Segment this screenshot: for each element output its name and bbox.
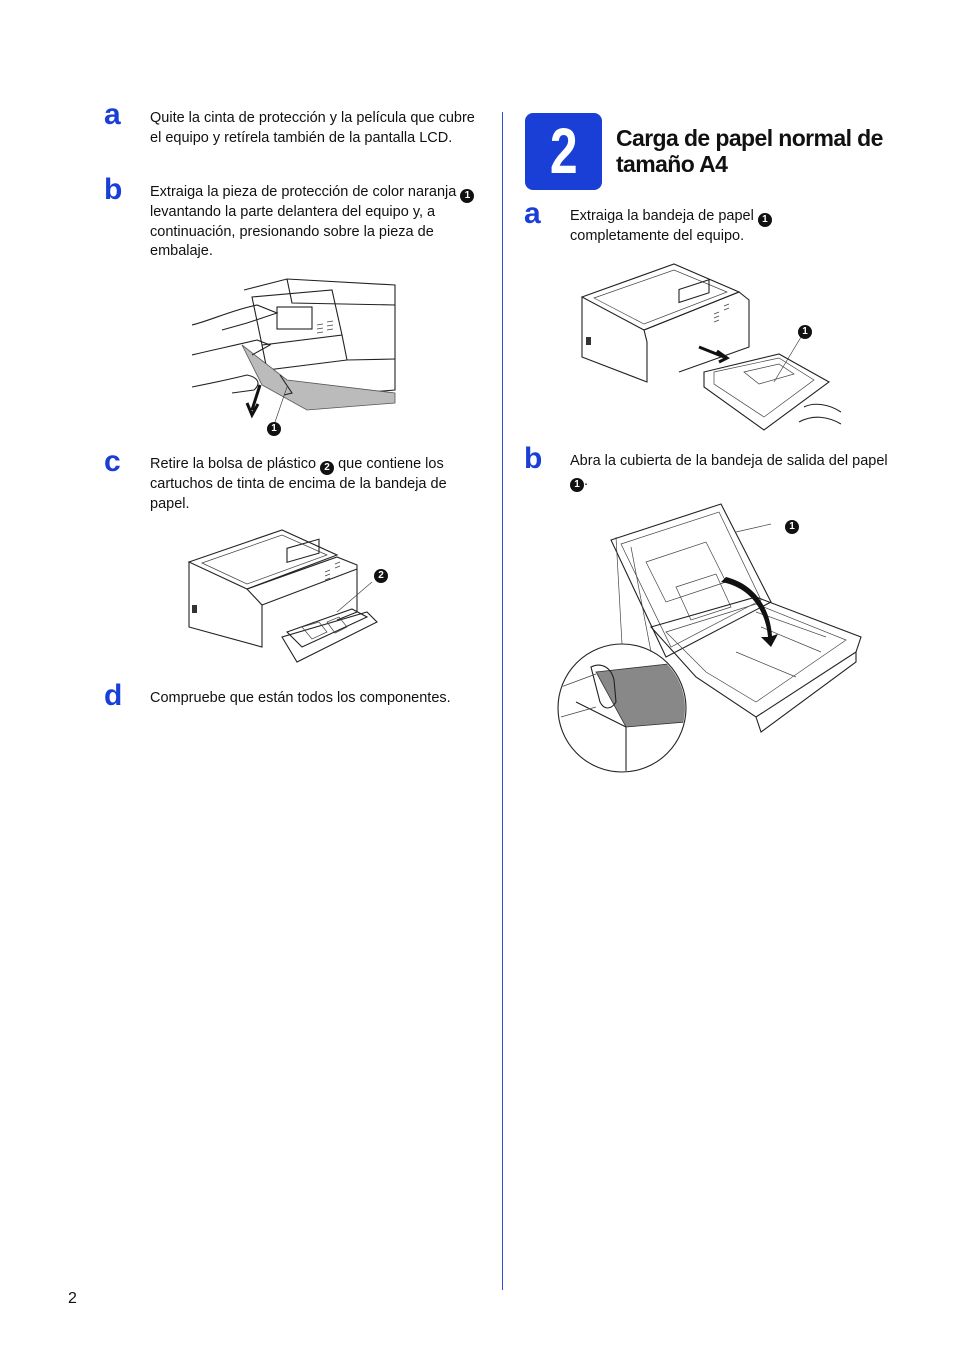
illustration-printer-bag [187,529,378,663]
step-d-text: Compruebe que están todos los componente… [150,690,451,706]
figure-callout-right-b: 1 [785,520,799,534]
column-divider [502,112,503,1290]
step-letter-c: c [104,445,121,478]
right-step-a-text-before: Extraiga la bandeja de papel [570,208,754,224]
step-c-text: Retire la bolsa de plástico 2 que contie… [150,455,485,514]
figure-callout-right-a: 1 [798,325,812,339]
step-a-text: Quite la cinta de protección y la pelícu… [150,110,475,146]
step-c-text-after: que contiene los cartuchos de tinta de e… [150,456,447,512]
step-letter-a: a [104,98,121,131]
step-c-text-before: Retire la bolsa de plástico [150,456,317,472]
step-b-text-after: levantando la parte delantera del equipo… [150,204,436,259]
illustration-remove-protection [192,278,396,426]
right-step-a-text-after: completamente del equipo. [570,228,745,244]
step-letter-b: b [104,173,123,206]
illustration-open-tray-cover [557,503,862,773]
step-b-text: Extraiga la pieza de protección de color… [150,183,485,262]
figure-callout-2: 2 [374,569,388,583]
right-step-b-text: Abra la cubierta de la bandeja de salida… [570,452,890,492]
right-step-b-text-after: . [584,472,589,489]
callout-right-b: 1 [570,477,584,492]
step-b-text-before: Extraiga la pieza de protección de color… [150,184,457,200]
right-step-b-text-before: Abra la cubierta de la bandeja de salida… [570,453,888,469]
right-step-letter-a: a [524,197,541,230]
right-step-letter-b: b [524,442,543,475]
section-title: Carga de papel normal de tamaño A4 [616,125,883,177]
section-number: 2 [549,115,578,187]
figure-callout-1: 1 [267,422,281,436]
section-number-badge: 2 [525,113,602,190]
callout-1: 1 [460,189,475,203]
callout-2: 2 [320,461,335,475]
illustration-pull-tray [580,263,841,431]
callout-right-a: 1 [757,213,772,227]
page-number: 2 [68,1290,77,1307]
right-step-a-text: Extraiga la bandeja de papel 1 completam… [570,207,860,247]
step-letter-d: d [104,679,123,712]
